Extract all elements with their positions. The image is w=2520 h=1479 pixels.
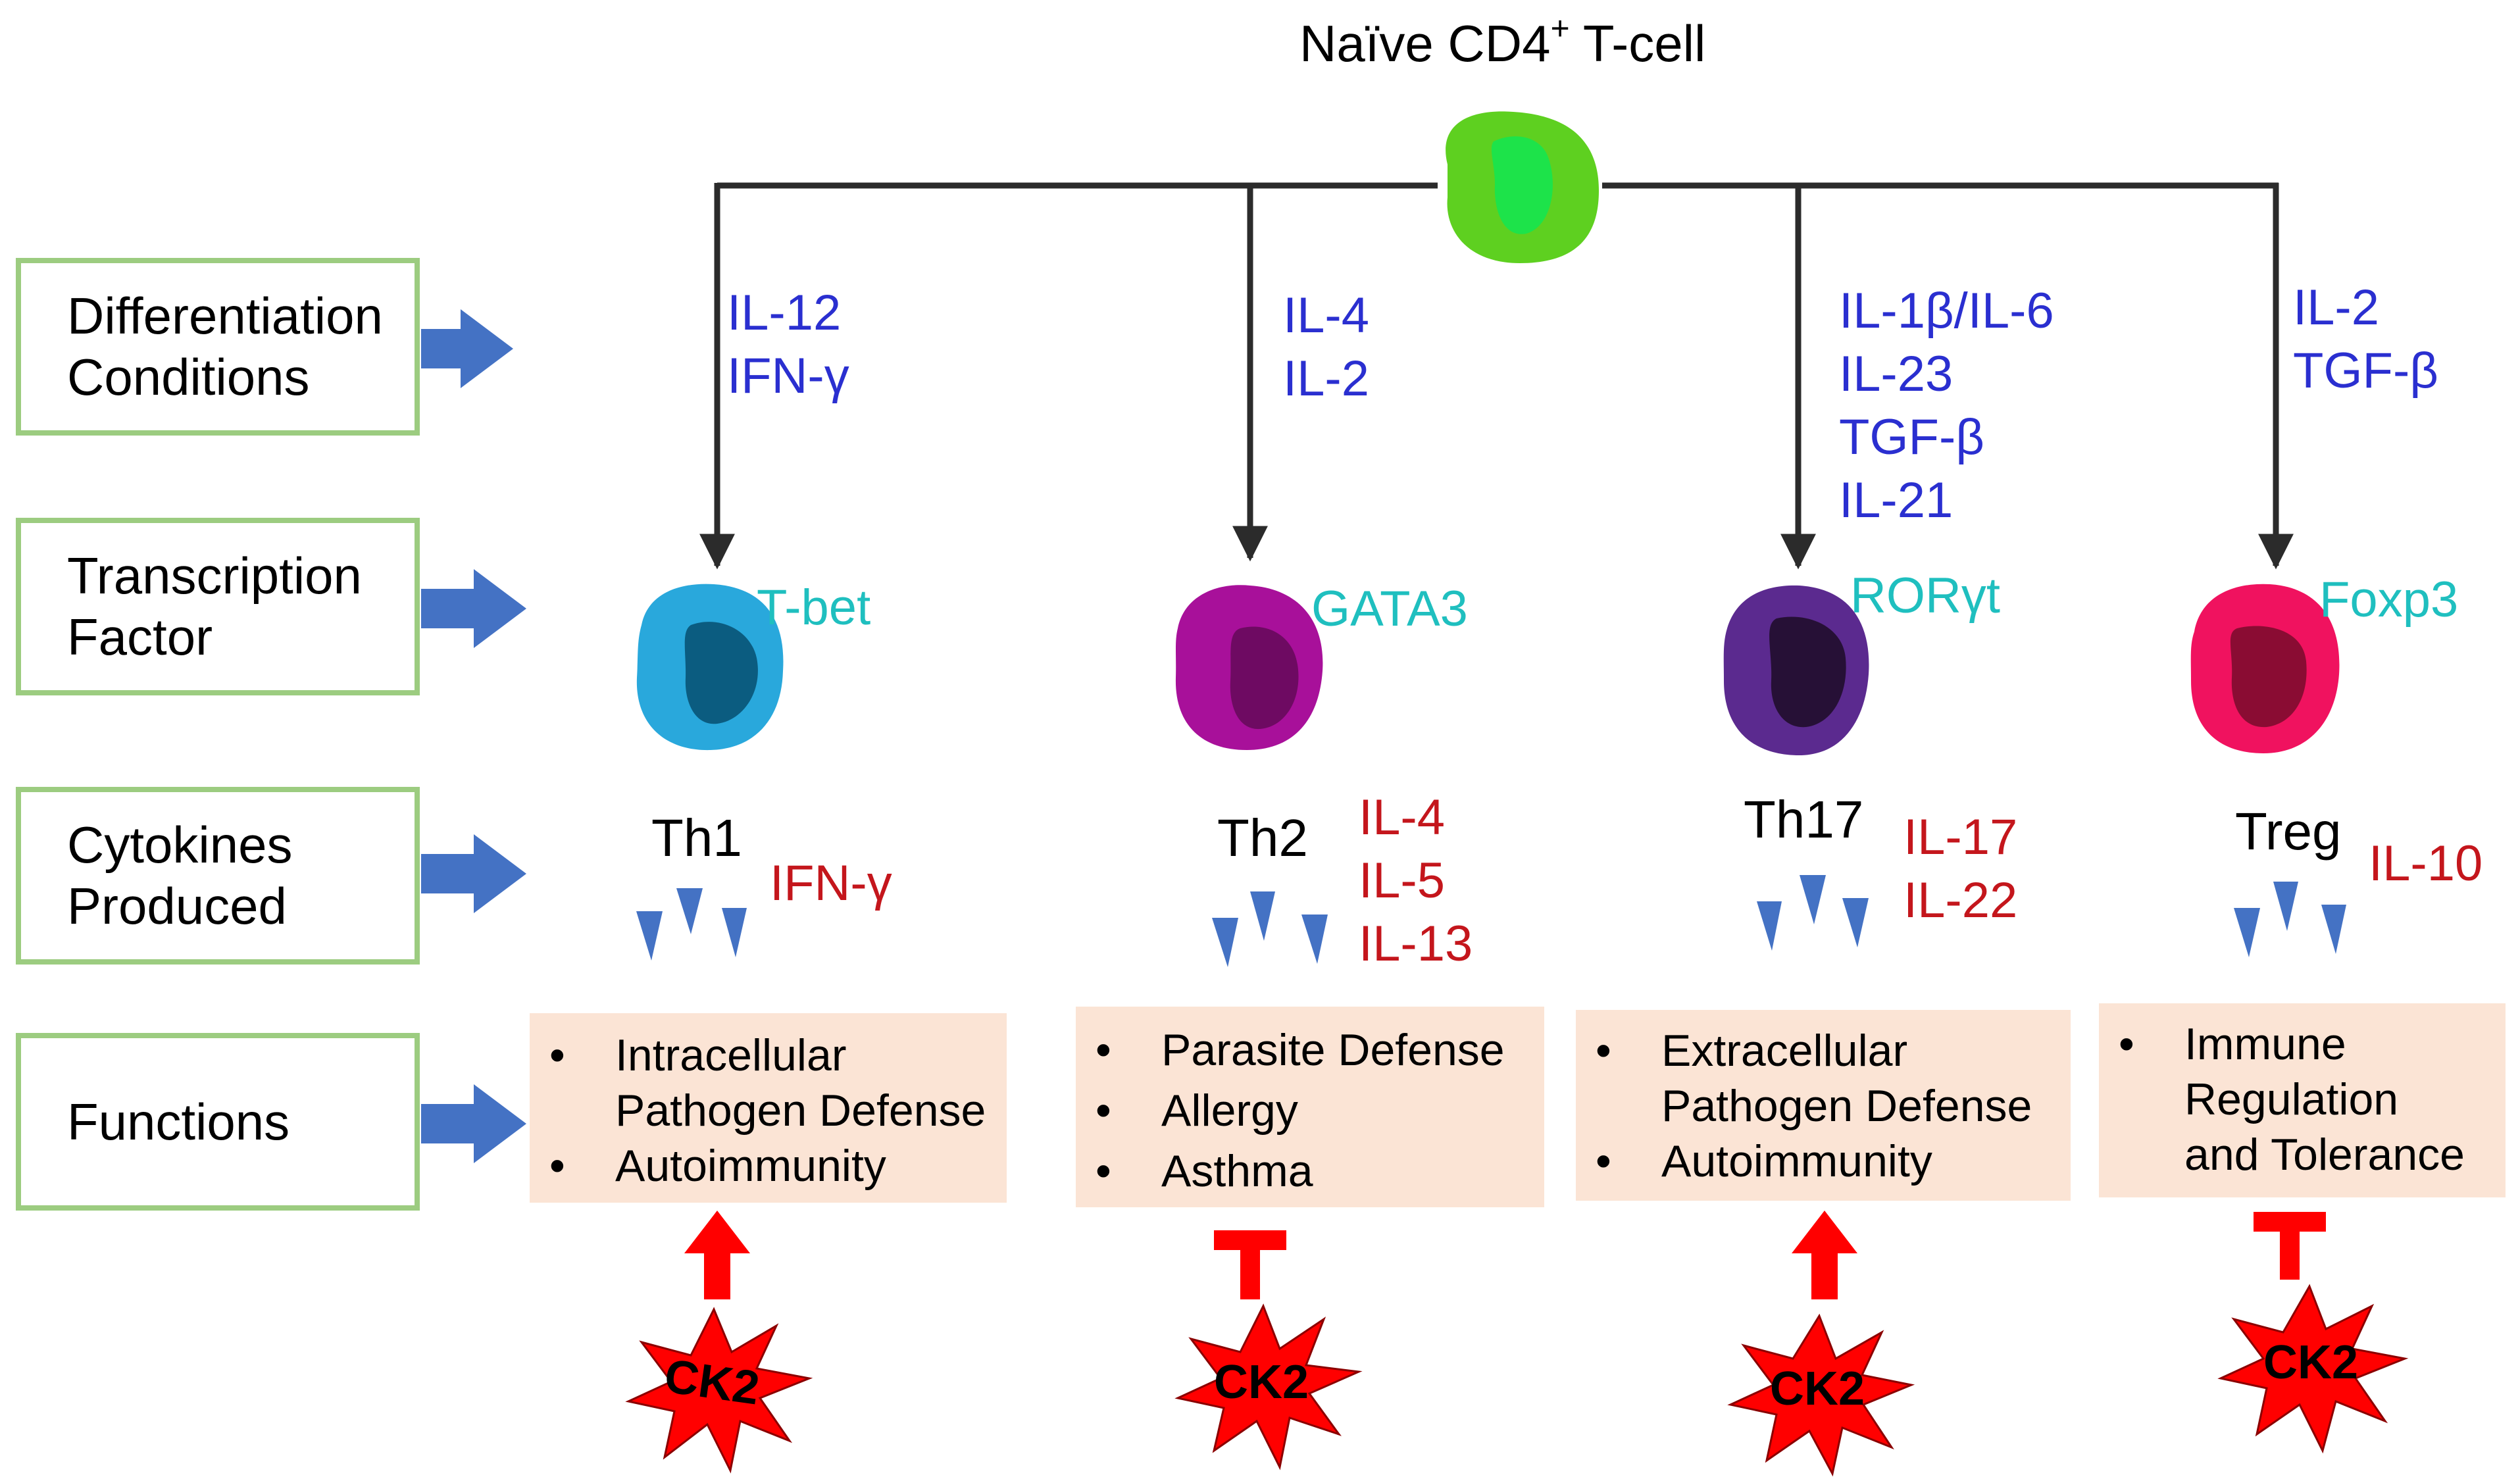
ck2-star-icon-th2 <box>1174 1303 1363 1470</box>
function-item: •Autoimmunity <box>1576 1134 2071 1189</box>
th1-cytokines: IFN-γ <box>770 855 892 911</box>
function-item-continued: and Tolerance <box>2184 1130 2465 1180</box>
th2-label: Th2 <box>1217 809 1308 867</box>
row-label-cytokines-produced: Cytokines Produced <box>16 787 420 965</box>
triangle-down-icon <box>1250 891 1275 941</box>
right-arrow-icon <box>421 309 513 388</box>
row-label-line: Factor <box>67 608 213 666</box>
row-label-line: Produced <box>67 877 287 935</box>
triangle-down-icon <box>1212 918 1238 967</box>
function-item: •Allergy <box>1076 1080 1544 1141</box>
row-label-line: Cytokines <box>67 816 293 874</box>
treg-label: Treg <box>2235 802 2342 861</box>
inhibition-tbar-icon <box>1214 1230 1286 1299</box>
triangle-down-icon <box>2273 882 2298 931</box>
page-title: Naïve CD4+ T-cell <box>1299 10 1706 72</box>
th2-cell-icon <box>1175 585 1323 750</box>
row-label-functions: Functions <box>16 1033 420 1211</box>
triangle-down-icon <box>1301 915 1328 964</box>
treg-cell-icon <box>2190 584 2340 753</box>
row-label-transcription-factor: Transcription Factor <box>16 518 420 695</box>
treg-ck2-label: CK2 <box>2263 1336 2359 1389</box>
th2-functions-box: •Parasite Defense •Allergy •Asthma <box>1076 1007 1544 1207</box>
triangle-down-icon <box>2234 908 2260 957</box>
function-item: •Extracellular <box>1576 1023 2071 1078</box>
activation-arrow-icon <box>684 1211 750 1299</box>
triangle-down-icon <box>636 911 663 961</box>
function-item: •Parasite Defense <box>1076 1020 1544 1080</box>
treg-functions-box: •Immune Regulation and Tolerance <box>2099 1003 2506 1197</box>
right-arrow-icon <box>421 569 526 648</box>
th2-ck2-label: CK2 <box>1214 1356 1309 1409</box>
th1-label: Th1 <box>651 809 742 867</box>
th1-transcription-factor: T-bet <box>757 580 871 636</box>
bullet-icon: • <box>1096 1025 1111 1075</box>
function-item: •Immune <box>2099 1016 2506 1072</box>
triangle-down-icon <box>2321 905 2346 954</box>
triangle-down-icon <box>1800 875 1826 924</box>
right-arrow-icon <box>421 1084 526 1163</box>
triangle-down-icon <box>722 908 747 957</box>
right-arrow-icon <box>421 834 526 913</box>
inhibition-tbar-icon <box>2254 1212 2326 1280</box>
triangle-down-icon <box>676 888 703 934</box>
function-item-continued: Pathogen Defense <box>1661 1081 2032 1131</box>
bullet-icon: • <box>549 1030 565 1080</box>
bullet-icon: • <box>1096 1146 1111 1196</box>
th17-ck2-label: CK2 <box>1770 1363 1865 1415</box>
treg-transcription-factor: Foxp3 <box>2319 572 2459 628</box>
ck2-star-icon-treg <box>2217 1284 2409 1454</box>
triangle-down-icon <box>1757 901 1782 951</box>
naive-cd4-cell-icon <box>1446 111 1599 263</box>
bullet-icon: • <box>549 1141 565 1191</box>
th17-functions-box: •Extracellular Pathogen Defense •Autoimm… <box>1576 1010 2071 1201</box>
th2-transcription-factor: GATA3 <box>1311 581 1468 637</box>
triangle-down-icon <box>1842 898 1869 947</box>
function-item: •Autoimmunity <box>530 1138 1007 1193</box>
th1-cell-icon <box>636 584 784 751</box>
row-label-line: Differentiation <box>67 287 383 345</box>
row-label-differentiation-conditions: Differentiation Conditions <box>16 258 420 436</box>
bullet-icon: • <box>1096 1086 1111 1136</box>
ck2-star-icon-th17 <box>1727 1313 1915 1477</box>
th1-functions-box: •Intracellular Pathogen Defense •Autoimm… <box>530 1013 1007 1203</box>
bullet-icon: • <box>1596 1026 1611 1076</box>
function-item: •Intracellular <box>530 1028 1007 1083</box>
row-label-line: Transcription <box>67 547 362 605</box>
function-item-continued: Regulation <box>2184 1074 2399 1124</box>
th17-transcription-factor: RORγt <box>1850 568 2000 624</box>
row-label-line: Functions <box>67 1092 290 1151</box>
th17-label: Th17 <box>1744 790 1864 849</box>
th17-cell-icon <box>1723 585 1869 756</box>
function-item: •Asthma <box>1076 1141 1544 1201</box>
ck2-star-icon-th1 <box>625 1307 813 1474</box>
row-label-line: Conditions <box>67 348 310 406</box>
bullet-icon: • <box>2119 1019 2134 1069</box>
function-item-continued: Pathogen Defense <box>615 1086 986 1136</box>
activation-arrow-icon <box>1792 1211 1857 1299</box>
treg-cytokines: IL-10 <box>2369 836 2483 891</box>
bullet-icon: • <box>1596 1136 1611 1186</box>
